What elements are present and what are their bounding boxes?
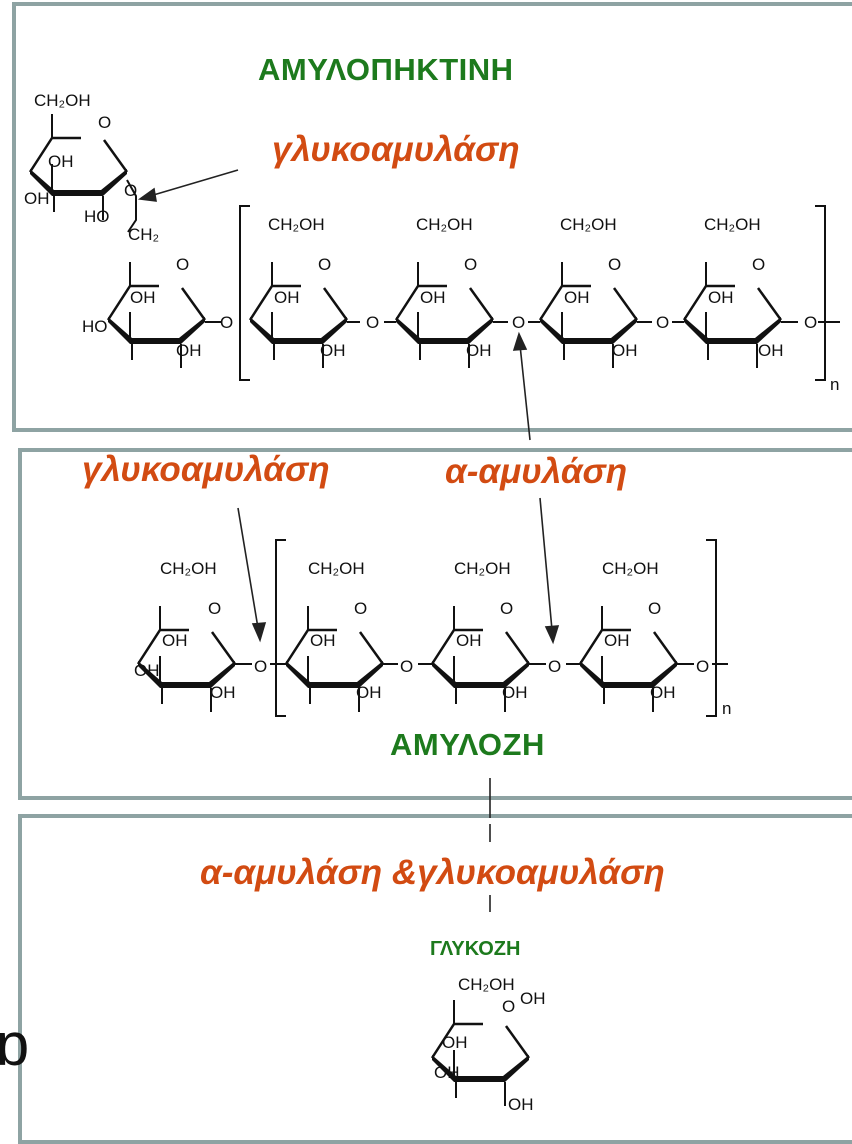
chem-label: HO bbox=[84, 207, 110, 226]
amylopectin-panel bbox=[12, 2, 852, 432]
chem-label: OH bbox=[320, 341, 346, 360]
chem-label: O bbox=[464, 255, 477, 274]
chem-label: OH bbox=[176, 341, 202, 360]
chem-label: OH bbox=[508, 1095, 534, 1114]
chem-label: OH bbox=[434, 1063, 460, 1082]
chem-label: CH₂OH bbox=[458, 975, 515, 994]
amylose-panel bbox=[18, 448, 852, 800]
amylopectin-title: ΑΜΥΛΟΠΗΚΤΙΝΗ bbox=[258, 52, 514, 87]
chem-label: OH bbox=[758, 341, 784, 360]
chem-label: OH bbox=[442, 1033, 468, 1052]
chem-label: O bbox=[804, 313, 817, 332]
chem-label: O bbox=[548, 657, 561, 676]
chem-label: OH bbox=[502, 683, 528, 702]
chem-label: O bbox=[502, 997, 515, 1016]
chem-label: OH bbox=[162, 631, 188, 650]
glucoamylase-label-amylose: γλυκοαμυλάση bbox=[82, 450, 330, 489]
chem-label: CH₂OH bbox=[160, 559, 217, 578]
chem-label: CH₂OH bbox=[308, 559, 365, 578]
chem-label: O bbox=[124, 181, 137, 200]
chem-label: OH bbox=[520, 989, 546, 1008]
combined-enzymes-label: α-αμυλάση &γλυκοαμυλάση bbox=[200, 853, 665, 892]
chem-label: O bbox=[608, 255, 621, 274]
chem-label: OH bbox=[310, 631, 336, 650]
chem-label: OH bbox=[48, 152, 74, 171]
chem-label: O bbox=[254, 657, 267, 676]
chem-label: CH₂OH bbox=[560, 215, 617, 234]
glucoamylase-label-top: γλυκοαμυλάση bbox=[272, 130, 520, 169]
chem-label: OH bbox=[456, 631, 482, 650]
chem-label: CH₂OH bbox=[268, 215, 325, 234]
chem-label: OH bbox=[24, 189, 50, 208]
chem-label: O bbox=[366, 313, 379, 332]
chem-label: OH bbox=[130, 288, 156, 307]
amylose-title: ΑΜΥΛΟΖΗ bbox=[390, 727, 545, 762]
chem-label: OH bbox=[274, 288, 300, 307]
chem-label: OH bbox=[210, 683, 236, 702]
chem-label: O bbox=[318, 255, 331, 274]
chem-label: O bbox=[98, 113, 111, 132]
chem-label: O bbox=[656, 313, 669, 332]
chem-label: CH₂OH bbox=[602, 559, 659, 578]
chem-label: CH₂ bbox=[128, 225, 159, 244]
chem-label: CH₂OH bbox=[454, 559, 511, 578]
chem-label: n bbox=[722, 699, 731, 718]
ch2oh-label: CH₂OH bbox=[34, 91, 91, 110]
chem-label: OH bbox=[604, 631, 630, 650]
chem-label: CH₂OH bbox=[704, 215, 761, 234]
chem-label: O bbox=[752, 255, 765, 274]
chem-label: OH bbox=[612, 341, 638, 360]
chem-label: O bbox=[176, 255, 189, 274]
chem-label: O bbox=[696, 657, 709, 676]
glucose-title: ΓΛΥΚΟΖΗ bbox=[430, 938, 521, 960]
chem-label: HO bbox=[82, 317, 108, 336]
chem-label: O bbox=[208, 599, 221, 618]
chem-label: OH bbox=[650, 683, 676, 702]
chem-label: O bbox=[512, 313, 525, 332]
chem-label: OH bbox=[708, 288, 734, 307]
alpha-amylase-label: α-αμυλάση bbox=[445, 452, 628, 491]
chem-label: O bbox=[220, 313, 233, 332]
chem-label: OH bbox=[466, 341, 492, 360]
chem-label: O bbox=[648, 599, 661, 618]
chem-label: CH₂OH bbox=[416, 215, 473, 234]
glucose-panel bbox=[18, 814, 852, 1144]
chem-label: OH bbox=[564, 288, 590, 307]
chem-label: n bbox=[830, 375, 839, 394]
chem-label: OH bbox=[356, 683, 382, 702]
chem-label: O bbox=[500, 599, 513, 618]
chem-label: OH bbox=[420, 288, 446, 307]
chem-label: O bbox=[400, 657, 413, 676]
chem-label: OH bbox=[134, 661, 160, 680]
chem-label: O bbox=[354, 599, 367, 618]
side-glyph: ɒ bbox=[0, 1011, 30, 1078]
